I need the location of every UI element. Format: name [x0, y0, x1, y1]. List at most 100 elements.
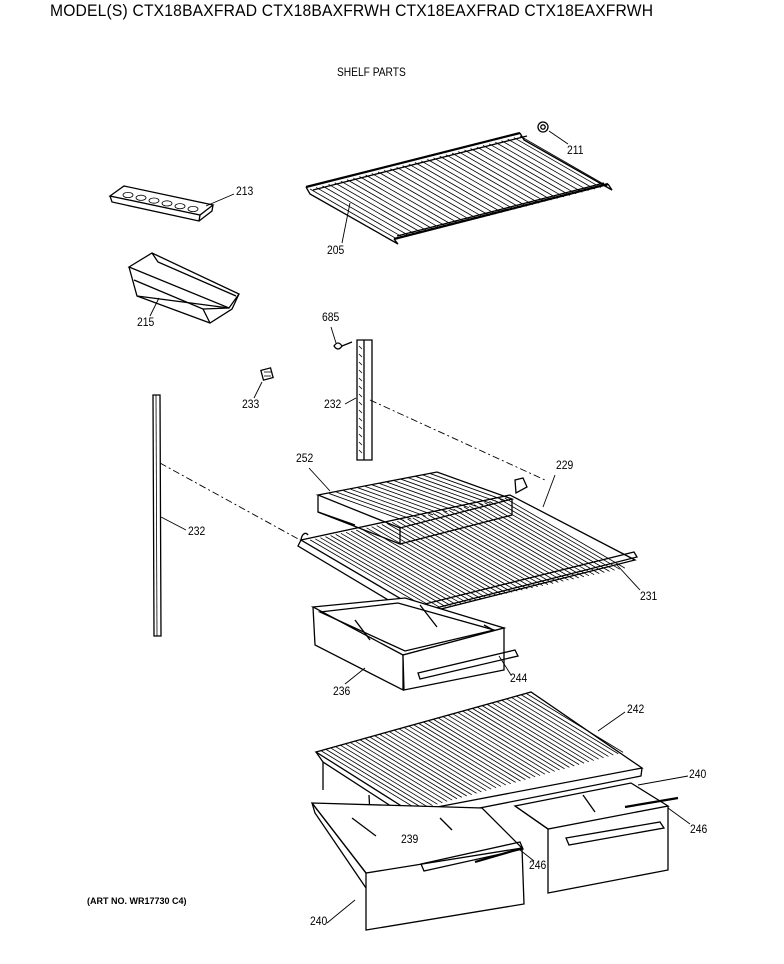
hatch-line — [379, 483, 455, 511]
hatch-line — [320, 750, 419, 810]
hatch-line — [400, 478, 477, 507]
hatch-line — [358, 441, 363, 446]
callout-231: 231 — [640, 591, 658, 603]
egg-cup — [135, 194, 147, 201]
callout-252: 252 — [296, 453, 314, 465]
hatch-line — [359, 176, 447, 227]
hatch-line — [356, 529, 477, 601]
hatch-line — [381, 524, 503, 595]
callout-205: 205 — [327, 245, 345, 257]
hatch-line — [357, 487, 434, 516]
section-title: SHELF PARTS — [337, 65, 406, 79]
hatch-line — [516, 695, 614, 756]
hatch-line — [427, 514, 549, 585]
hatch-line — [418, 723, 516, 783]
hatch-line — [513, 137, 602, 188]
callout-233: 233 — [242, 399, 260, 411]
hatch-line — [309, 188, 398, 240]
hatch-line — [358, 385, 363, 390]
hatch-line — [452, 713, 551, 774]
callout-240-right: 240 — [689, 769, 707, 781]
hatch-line — [398, 728, 497, 789]
hatch-line — [325, 748, 423, 809]
hatch-line — [458, 151, 546, 202]
hatch-line — [358, 393, 363, 398]
shelf-229 — [297, 477, 637, 620]
hatch-line — [384, 732, 482, 793]
hatch-line — [369, 736, 467, 797]
hatch-line — [390, 168, 478, 220]
shelf-cap-211 — [537, 121, 549, 133]
hatch-line — [335, 746, 433, 806]
hatch-line — [494, 499, 615, 571]
hatch-line — [445, 154, 534, 206]
hatch-line — [464, 149, 552, 201]
hatch-line — [438, 512, 559, 583]
callout-244: 244 — [510, 673, 528, 685]
hatch-line — [315, 187, 404, 238]
hatch-line — [467, 709, 565, 770]
hatch-line — [479, 503, 600, 574]
hatch-line — [489, 501, 610, 572]
hatch-line — [521, 694, 619, 755]
shelf-252-hatch — [329, 473, 505, 521]
hatch-line — [433, 718, 531, 779]
hatch-line — [496, 701, 595, 761]
hatch-line — [448, 509, 569, 581]
egg-cup — [161, 200, 173, 207]
hatch-line — [389, 731, 487, 791]
hatch-line — [525, 693, 624, 753]
hatch-line — [420, 160, 509, 212]
hatch-line — [371, 173, 459, 224]
hatch-line — [396, 166, 484, 218]
hatch-line — [501, 699, 599, 760]
hatch-line — [439, 155, 527, 207]
hatch-line — [349, 742, 448, 802]
hatch-line — [329, 493, 405, 521]
hatch-line — [462, 710, 560, 771]
callout-213: 213 — [236, 186, 254, 198]
pan-240-left — [310, 802, 525, 931]
hatch-line — [427, 159, 515, 210]
hatch-line — [428, 720, 526, 780]
hatch-line — [358, 361, 363, 366]
hatch-line — [495, 141, 583, 193]
hatch-line — [358, 425, 363, 430]
hatch-line — [377, 171, 466, 223]
shelf-support-232-upper — [356, 339, 373, 461]
hatch-line — [336, 491, 412, 520]
callout-229: 229 — [556, 460, 574, 472]
hatch-line — [309, 539, 431, 611]
hatch-line — [417, 516, 538, 588]
handle-244 — [402, 627, 519, 691]
hatch-line — [322, 185, 410, 237]
hatch-line — [486, 703, 585, 764]
hatch-line — [412, 517, 533, 589]
egg-cup — [122, 191, 134, 198]
shelf-support-232-left — [152, 394, 162, 637]
callout-239: 239 — [401, 834, 419, 846]
hatch-line — [365, 174, 453, 226]
hatch-line — [364, 738, 463, 798]
bin-215 — [127, 252, 240, 324]
hatch-line — [397, 520, 518, 592]
hatch-line — [391, 521, 513, 593]
callout-232-upper: 232 — [324, 399, 342, 411]
hatch-line — [345, 531, 467, 603]
hatch-line — [519, 135, 608, 187]
hatch-line — [359, 739, 458, 800]
hatch-line — [499, 498, 620, 570]
hatch-line — [358, 409, 363, 414]
hatch-line — [372, 484, 448, 513]
hatch-line — [350, 488, 426, 517]
hatch-line — [402, 519, 523, 591]
hatch-line — [358, 377, 363, 382]
hatch-line — [504, 497, 626, 569]
hatch-line — [476, 146, 564, 198]
hatch-line — [501, 140, 589, 192]
hatch-line — [433, 157, 521, 209]
hatch-line — [470, 148, 558, 199]
hatch-line — [457, 712, 555, 772]
hatch-line — [383, 169, 472, 221]
